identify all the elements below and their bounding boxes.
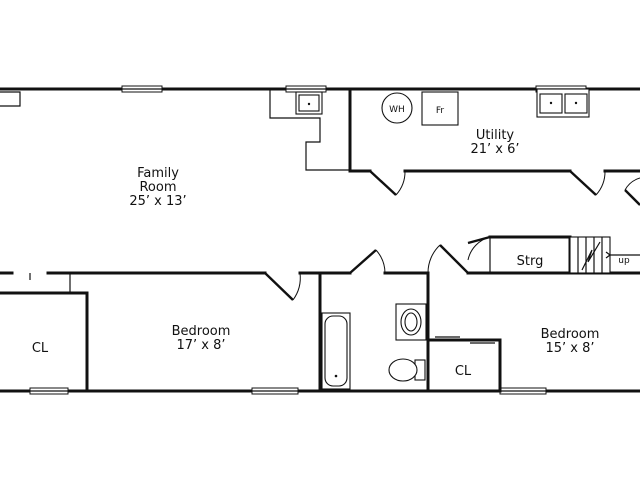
bedroom-right-name: Bedroom [541, 327, 600, 342]
bathroom-door [349, 249, 386, 274]
furnace-label: Fr [436, 106, 445, 116]
bedroom-left-name: Bedroom [172, 324, 231, 339]
water-heater-label: WH [389, 105, 405, 115]
closet-right-label: CL [455, 364, 472, 379]
water-heater-icon [381, 92, 413, 124]
toilet [388, 358, 426, 382]
storage-label: Strg [517, 254, 544, 269]
family-room-name: Family [137, 166, 179, 181]
bedroom-right-door [427, 244, 469, 274]
window-bottom-1 [29, 387, 69, 395]
family-room-size: 25’ x 13’ [129, 194, 186, 209]
bedroom-right-size: 15’ x 8’ [545, 341, 594, 356]
window-top-2 [285, 85, 327, 93]
utility-door-1 [369, 170, 406, 196]
family-room-name-2: Room [139, 180, 176, 195]
utility-room-size: 21’ x 6’ [470, 142, 519, 157]
bedroom-left-door [264, 272, 301, 301]
storage-door [467, 235, 491, 261]
utility-door-2 [569, 170, 606, 196]
kitchen-counter [269, 90, 350, 171]
closet-left-label: CL [32, 341, 49, 356]
wall-stub-top-left [0, 91, 21, 107]
bedroom-left-size: 17’ x 8’ [176, 338, 225, 353]
door-right-edge [624, 177, 640, 206]
furnace-icon [421, 91, 459, 126]
utility-room-name: Utility [476, 128, 515, 143]
window-top-1 [121, 85, 163, 93]
window-bottom-3 [499, 387, 547, 395]
window-bottom-2 [251, 387, 299, 395]
stairs-up-label: up [618, 256, 630, 266]
